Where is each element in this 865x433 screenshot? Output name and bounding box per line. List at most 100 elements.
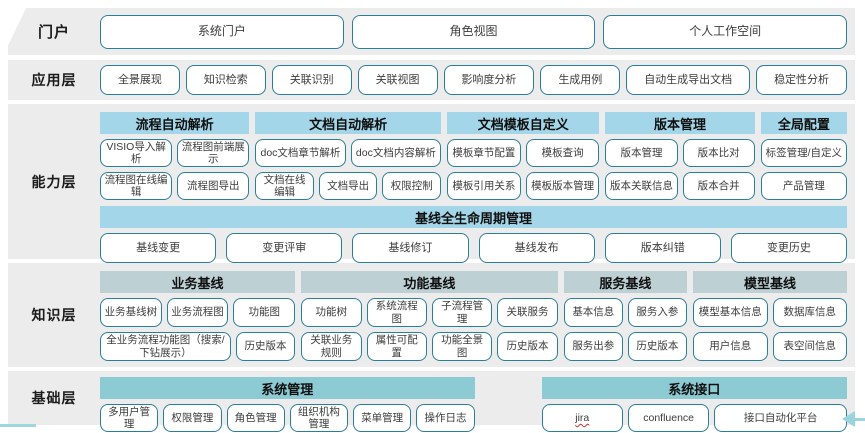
- portal-items: 系统门户角色视图个人工作空间: [100, 14, 848, 49]
- knowledge-node: 功能全景图: [431, 332, 493, 361]
- group-header-function-baseline: 功能基线: [301, 271, 558, 293]
- capability-node: doc文档内容解析: [350, 139, 442, 168]
- application-node: 关联识别: [271, 65, 352, 95]
- group-function-baseline: 功能基线 功能树系统流程图子流程管理关联服务 关联业务规则属性可配置功能全景图历…: [301, 271, 558, 361]
- group-header-version-management: 版本管理: [605, 112, 755, 134]
- portal-node: 系统门户: [100, 14, 344, 49]
- foundation-layer-label: 基础层: [31, 390, 77, 406]
- foundation-node: 组织机构管理: [289, 404, 349, 433]
- capability-node: 流程图前端展示: [177, 139, 250, 168]
- foundation-node: 多用户管理: [100, 404, 159, 433]
- group-process-auto-parse: 流程自动解析 VISIO导入解析流程图前端展示 流程图在线编辑流程图导出: [100, 112, 250, 201]
- knowledge-node: 服务出参: [563, 332, 623, 361]
- knowledge-node: 全业务流程功能图（搜索/下钻展示）: [100, 332, 231, 361]
- capability-node: 模板查询: [525, 139, 600, 168]
- group-service-baseline: 服务基线 基本信息服务入参 服务出参历史版本: [563, 271, 687, 361]
- foundation-node: jira: [541, 404, 623, 433]
- group-header-system-management: 系统管理: [100, 377, 475, 399]
- lifecycle-header: 基线全生命周期管理: [100, 206, 847, 229]
- group-header-doc-template-custom: 文档模板自定义: [447, 112, 600, 134]
- capability-node: 文档在线编辑: [255, 172, 314, 201]
- capability-node: 权限控制: [382, 172, 442, 201]
- capability-node: 版本关联信息: [605, 172, 678, 201]
- knowledge-node: 子流程管理: [431, 298, 493, 327]
- portal-node: 角色视图: [351, 14, 596, 49]
- lifecycle-items: 基线变更变更评审基线修订基线发布版本纠错变更历史: [100, 233, 848, 264]
- application-items: 全景展现知识检索关联识别关联视图影响度分析生成用例自动生成导出文档稳定性分析: [100, 65, 847, 95]
- group-header-system-interface: 系统接口: [541, 377, 847, 399]
- knowledge-node: 功能树: [301, 298, 362, 327]
- application-node: 生成用例: [540, 65, 621, 95]
- lifecycle-node: 基线发布: [478, 233, 595, 264]
- knowledge-node: 历史版本: [497, 332, 558, 361]
- left-arrow-icon: [842, 411, 865, 427]
- knowledge-node: 基本信息: [563, 298, 623, 327]
- knowledge-node: 表空间信息: [772, 332, 848, 361]
- lifecycle-node: 变更评审: [226, 233, 343, 264]
- group-system-management: 系统管理 多用户管理权限管理角色管理组织机构管理菜单管理操作日志: [100, 377, 475, 433]
- knowledge-node: 功能图: [233, 298, 296, 327]
- group-doc-template-custom: 文档模板自定义 模板章节配置模板查询 模板引用关系模板版本管理: [447, 112, 600, 201]
- left-arrow-head: [842, 411, 855, 427]
- portal-layer-label: 门户: [37, 24, 70, 41]
- capability-node: 模板章节配置: [447, 139, 521, 168]
- capability-layer-label: 能力层: [31, 173, 77, 190]
- lifecycle-node: 版本纠错: [604, 233, 721, 264]
- bottom-line-decoration: [0, 424, 36, 427]
- capability-node: 版本比对: [682, 139, 755, 168]
- capability-node: 文档导出: [318, 172, 378, 201]
- foundation-gap: [481, 377, 536, 432]
- foundation-node: 角色管理: [226, 404, 285, 433]
- application-node: 关联视图: [357, 65, 438, 95]
- capability-node: 模板版本管理: [525, 172, 600, 201]
- group-global-config: 全局配置 标签管理/自定义 产品管理: [760, 112, 847, 201]
- foundation-node: 接口自动化平台: [714, 404, 848, 433]
- group-model-baseline: 模型基线 模型基本信息数据库信息 用户信息表空间信息: [692, 271, 848, 361]
- foundation-groups: 系统管理 多用户管理权限管理角色管理组织机构管理菜单管理操作日志 系统接口 ji…: [100, 377, 848, 433]
- application-node: 稳定性分析: [756, 65, 847, 95]
- knowledge-node: 历史版本: [627, 332, 687, 361]
- foundation-node: 菜单管理: [353, 404, 412, 433]
- capability-layer-band: 能力层 流程自动解析 VISIO导入解析流程图前端展示 流程图在线编辑流程图导出…: [8, 104, 855, 264]
- left-arrow-tail: [855, 417, 865, 421]
- corner-cut-decoration: [0, 0, 30, 62]
- application-node: 全景展现: [100, 65, 180, 95]
- foundation-node: confluence: [627, 404, 710, 433]
- group-header-business-baseline: 业务基线: [100, 271, 296, 293]
- capability-node: 版本合并: [682, 172, 755, 201]
- knowledge-node: 服务入参: [627, 298, 687, 327]
- knowledge-groups: 业务基线 业务基线树业务流程图功能图 全业务流程功能图（搜索/下钻展示） 历史版本…: [100, 271, 848, 361]
- group-header-global-config: 全局配置: [760, 112, 847, 134]
- capability-node: VISIO导入解析: [100, 139, 173, 168]
- knowledge-node: 数据库信息: [772, 298, 848, 327]
- knowledge-node: 模型基本信息: [692, 298, 768, 327]
- group-header-process-auto-parse: 流程自动解析: [100, 112, 250, 134]
- capability-node: 模板引用关系: [447, 172, 521, 201]
- foundation-node: 操作日志: [416, 404, 475, 433]
- knowledge-layer-band: 知识层 业务基线 业务基线树业务流程图功能图 全业务流程功能图（搜索/下钻展示）…: [8, 263, 855, 367]
- capability-node: 版本管理: [605, 139, 678, 168]
- portal-node: 个人工作空间: [603, 14, 848, 49]
- application-layer-label: 应用层: [31, 72, 77, 88]
- capability-groups: 流程自动解析 VISIO导入解析流程图前端展示 流程图在线编辑流程图导出 文档自…: [100, 112, 847, 201]
- knowledge-node: 用户信息: [692, 332, 768, 361]
- knowledge-node: 业务流程图: [166, 298, 229, 327]
- application-layer-band: 应用层 全景展现知识检索关联识别关联视图影响度分析生成用例自动生成导出文档稳定性…: [8, 60, 855, 100]
- capability-node: 流程图在线编辑: [100, 172, 173, 201]
- foundation-layer-band: 基础层 系统管理 多用户管理权限管理角色管理组织机构管理菜单管理操作日志 系统接…: [8, 371, 855, 433]
- application-node: 自动生成导出文档: [626, 65, 751, 95]
- group-header-model-baseline: 模型基线: [692, 271, 847, 293]
- portal-layer-band: 门户 系统门户角色视图个人工作空间: [8, 8, 855, 55]
- capability-node: doc文档章节解析: [255, 139, 346, 168]
- group-header-doc-auto-parse: 文档自动解析: [255, 112, 442, 134]
- foundation-node: 权限管理: [163, 404, 222, 433]
- knowledge-node: 属性可配置: [366, 332, 427, 361]
- lifecycle-node: 基线修订: [352, 233, 469, 264]
- knowledge-node: 系统流程图: [366, 298, 427, 327]
- knowledge-node: 业务基线树: [100, 298, 162, 327]
- lifecycle-node: 基线变更: [100, 233, 217, 264]
- lifecycle-node: 变更历史: [730, 233, 848, 264]
